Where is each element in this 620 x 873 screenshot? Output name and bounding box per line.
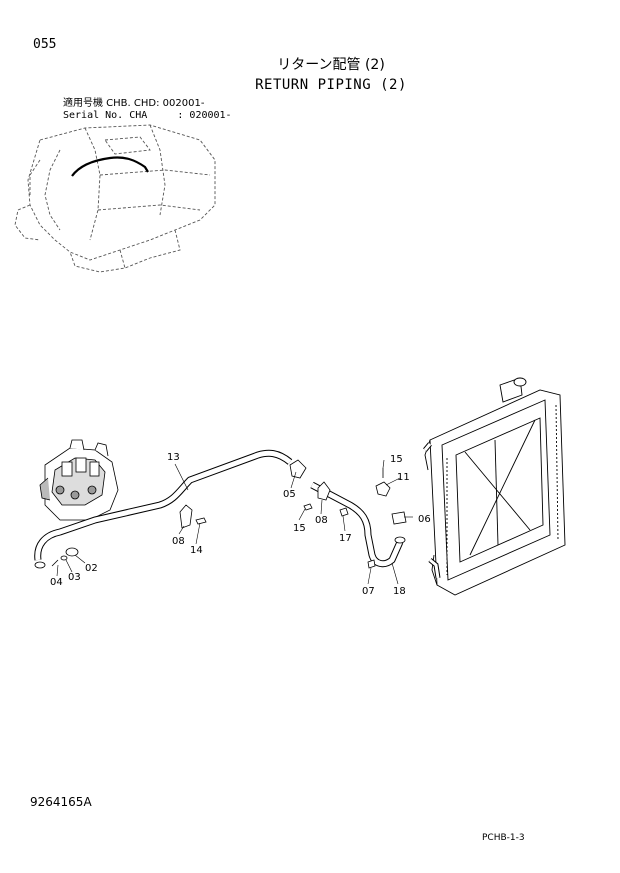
- leader-lines: [56, 459, 413, 585]
- return-pipe-18: [310, 481, 406, 568]
- control-valve-block: [39, 439, 119, 521]
- clamp-05: [289, 459, 307, 479]
- callout-15-bottom: 15: [293, 523, 306, 534]
- callout-14: 14: [190, 545, 203, 556]
- callout-05: 05: [283, 489, 296, 500]
- callout-08-right: 08: [315, 515, 328, 526]
- flange-fitting-02: [51, 547, 79, 567]
- serial-applicability-line-1: 適用号機 CHB. CHD: 002001-: [63, 98, 205, 109]
- callout-11: 11: [397, 472, 410, 483]
- callout-17: 17: [339, 533, 352, 544]
- callout-04: 04: [50, 577, 63, 588]
- callout-08-left: 08: [172, 536, 185, 547]
- radiator-oil-cooler: [423, 377, 566, 596]
- callout-18: 18: [393, 586, 406, 597]
- clamp-08-left: [179, 504, 207, 529]
- clamp-06: [375, 468, 407, 525]
- clamp-08-right: [303, 481, 376, 569]
- return-pipe-13: [34, 449, 293, 569]
- machine-overview: [14, 124, 216, 273]
- page-code: PCHB-1-3: [482, 833, 525, 843]
- callout-15-top: 15: [390, 454, 403, 465]
- title-japanese: リターン配管 (2): [277, 57, 385, 73]
- overview-return-pipe: [71, 156, 149, 177]
- callout-02: 02: [85, 563, 98, 574]
- callout-06: 06: [418, 514, 431, 525]
- callout-03: 03: [68, 572, 81, 583]
- serial-applicability-line-2: Serial No. CHA : 020001-: [63, 110, 232, 121]
- title-english: RETURN PIPING (2): [255, 77, 407, 93]
- callout-13: 13: [167, 452, 180, 463]
- document-number: 9264165A: [30, 795, 92, 809]
- callout-07: 07: [362, 586, 375, 597]
- page-number: 055: [33, 37, 57, 52]
